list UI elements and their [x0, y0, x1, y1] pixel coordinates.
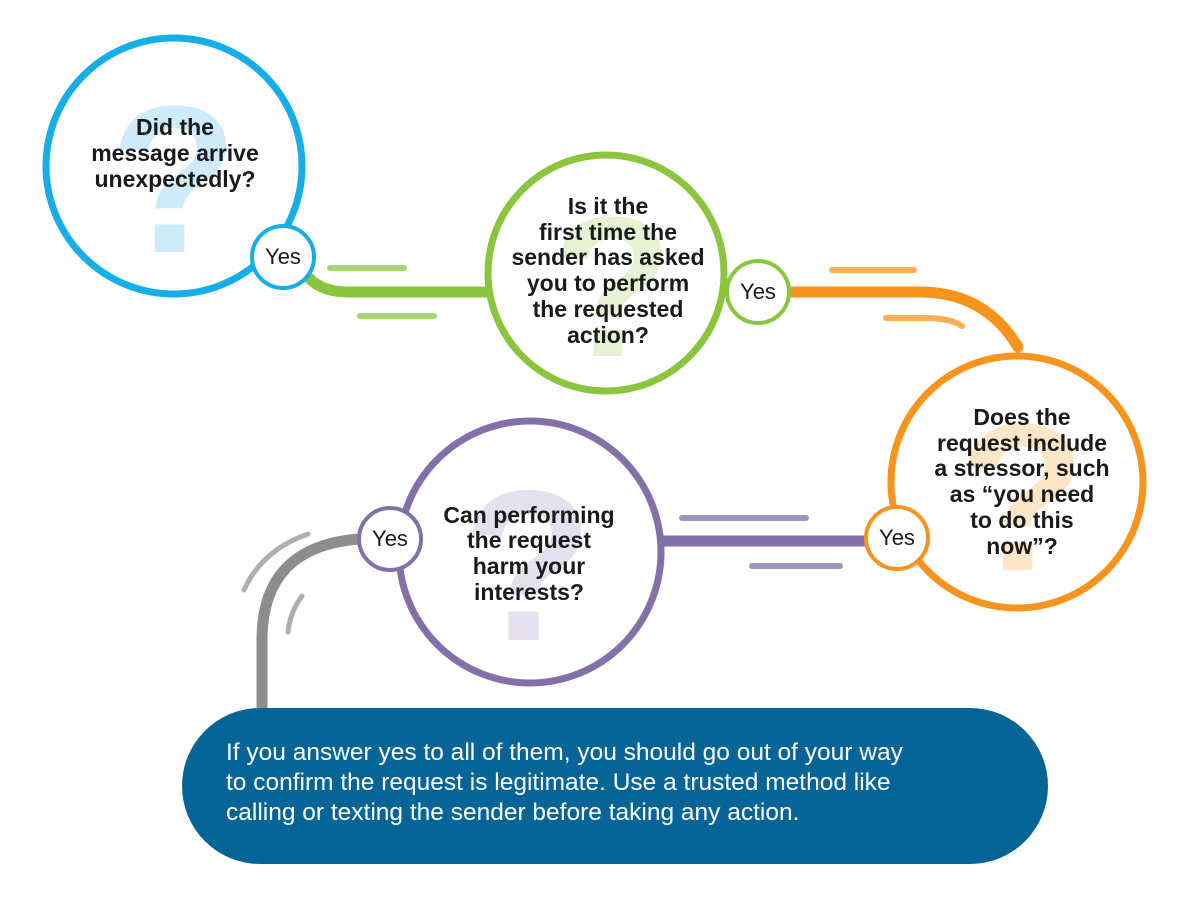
- connector-q1-q2: [299, 265, 498, 319]
- question-mark-icon: ?: [110, 62, 238, 297]
- question-3-text: Does the request include a stressor, suc…: [934, 403, 1110, 559]
- question-2-text: Is it the first time the sender has aske…: [511, 192, 705, 348]
- question-mark-icon: ?: [551, 176, 673, 399]
- yes-label-3: Yes: [879, 525, 915, 550]
- yes-label-1: Yes: [265, 244, 301, 269]
- question-circle-1: ?: [42, 34, 306, 298]
- question-1-text: Did the message arrive unexpectedly?: [91, 114, 259, 192]
- question-4-text: Can performing the request harm your int…: [443, 501, 615, 605]
- question-mark-icon: ?: [462, 445, 593, 686]
- question-circle-2: ?: [484, 151, 728, 399]
- question-circle-3: ?: [887, 352, 1147, 615]
- question-circle-4: ?: [395, 417, 665, 687]
- connector-q2-q3: [786, 267, 1024, 353]
- yes-label-2: Yes: [740, 279, 776, 304]
- connector-q3-q4: [660, 515, 868, 569]
- yes-badge-4: [357, 506, 423, 572]
- yes-badge-3: [864, 505, 930, 571]
- connector-q4-summary: [241, 531, 361, 708]
- summary-box: [182, 708, 1048, 864]
- question-mark-icon: ?: [958, 380, 1086, 615]
- yes-badge-1: [250, 224, 316, 290]
- yes-badge-2: [725, 259, 791, 325]
- yes-label-4: Yes: [372, 526, 408, 551]
- summary-text: If you answer yes to all of them, you sh…: [226, 739, 903, 826]
